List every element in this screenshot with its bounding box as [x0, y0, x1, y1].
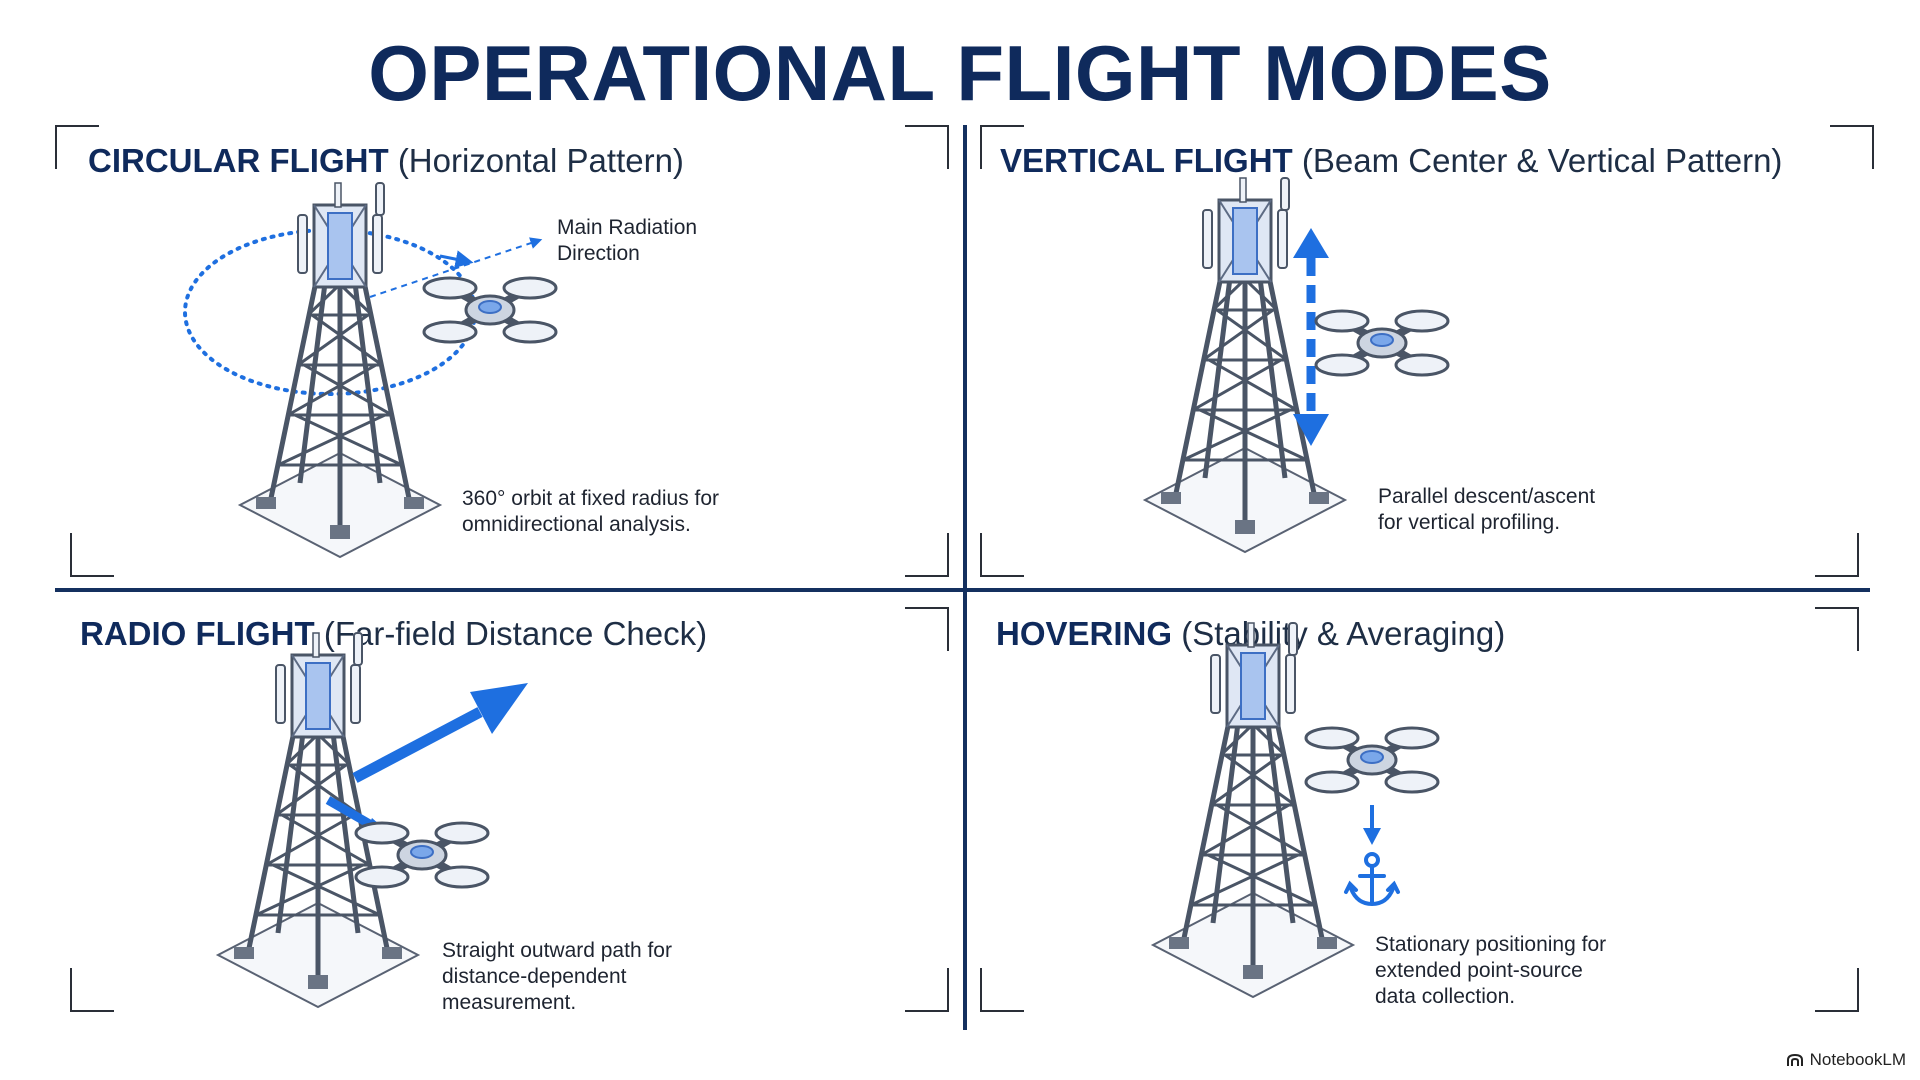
corner-bracket — [1815, 607, 1859, 651]
anchor-icon — [1344, 852, 1400, 907]
radiation-direction-arrow-icon — [369, 237, 543, 298]
corner-bracket — [70, 533, 114, 577]
panel-title-strong: VERTICAL FLIGHT — [1000, 142, 1293, 179]
panel-title: VERTICAL FLIGHT (Beam Center & Vertical … — [1000, 142, 1782, 180]
panel-caption: 360° orbit at fixed radius for omnidirec… — [462, 487, 720, 536]
vertical-flight-illustration — [0, 0, 1920, 585]
arrow-down-icon — [1293, 414, 1329, 446]
corner-bracket — [55, 125, 99, 169]
arrow-down-icon — [1363, 828, 1381, 845]
page-title: OPERATIONAL FLIGHT MODES — [368, 29, 1552, 117]
notebooklm-logo-icon — [1786, 1053, 1803, 1066]
panel-title-rest: (Beam Center & Vertical Pattern) — [1301, 142, 1783, 179]
cell-tower-icon — [1153, 623, 1353, 997]
corner-bracket — [70, 968, 114, 1012]
circular-flight-illustration — [183, 0, 960, 585]
corner-bracket — [905, 533, 949, 577]
footer-brand: NotebookLM — [1786, 1050, 1906, 1070]
panel-radio-flight: RADIO FLIGHT (Far-field Distance Check) … — [0, 0, 949, 1080]
corner-bracket — [980, 968, 1024, 1012]
drone-icon — [1306, 728, 1438, 792]
panel-vertical-flight: VERTICAL FLIGHT (Beam Center & Vertical … — [0, 0, 1920, 585]
arrow-up-icon — [1293, 228, 1329, 258]
panel-circular-flight: CIRCULAR FLIGHT (Horizontal Pattern) Mai… — [0, 0, 960, 585]
orbit-direction-arrow-icon — [439, 250, 474, 269]
corner-bracket — [980, 533, 1024, 577]
far-field-arrow-shaft — [352, 707, 483, 783]
horizontal-divider — [55, 588, 1870, 592]
panel-title-rest: (Far-field Distance Check) — [323, 615, 708, 652]
panel-caption: Straight outward path for distance-depen… — [442, 939, 672, 1014]
corner-bracket — [905, 607, 949, 651]
corner-bracket — [1815, 968, 1859, 1012]
corner-bracket — [980, 125, 1024, 169]
panel-caption: Parallel descent/ascent for vertical pro… — [1378, 485, 1596, 534]
panel-title: CIRCULAR FLIGHT (Horizontal Pattern) — [88, 142, 684, 180]
panel-title-rest: (Horizontal Pattern) — [397, 142, 684, 179]
far-field-arrow-icon — [470, 683, 528, 734]
footer-brand-label: NotebookLM — [1809, 1050, 1906, 1069]
corner-bracket — [1830, 125, 1874, 169]
panel-title-strong: HOVERING — [996, 615, 1173, 652]
panel-title: RADIO FLIGHT (Far-field Distance Check) — [80, 615, 707, 653]
radio-flight-illustration — [0, 0, 528, 1080]
panel-title-strong: CIRCULAR FLIGHT — [88, 142, 389, 179]
vertical-divider — [963, 125, 967, 1030]
corner-bracket — [1815, 533, 1859, 577]
panel-title: HOVERING (Stability & Averaging) — [996, 615, 1505, 653]
panel-caption: Stationary positioning for extended poin… — [1375, 933, 1607, 1008]
panel-title-strong: RADIO FLIGHT — [80, 615, 315, 652]
corner-bracket — [905, 125, 949, 169]
corner-bracket — [905, 968, 949, 1012]
radiation-direction-label: Main Radiation Direction — [557, 216, 698, 265]
